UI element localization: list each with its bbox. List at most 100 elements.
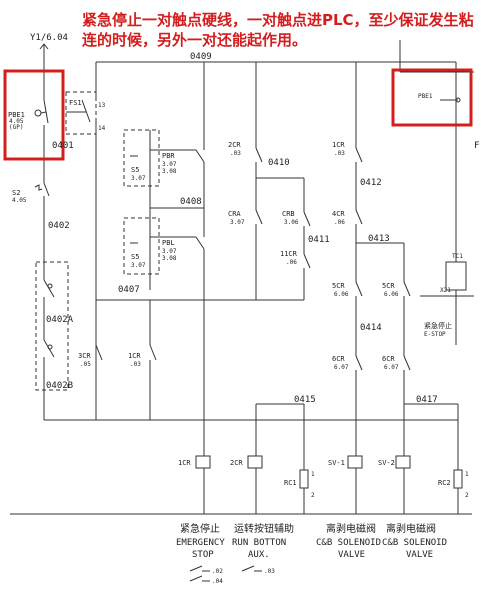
column-en2-3: VALVE (338, 550, 365, 560)
snubber-tag-rc2: RC2 (438, 479, 451, 487)
device-tag-fs1: FS1 (69, 99, 82, 107)
device-tag-pbr: PBR (162, 152, 175, 160)
device-ref-1cr-a: .03 (334, 150, 345, 157)
snubber-n1-rc2: 1 (465, 471, 469, 478)
device-ref-2cr: .03 (230, 150, 241, 157)
device-ref-pbe1b: (GP) (9, 124, 23, 131)
snubber-n2-rc2: 2 (465, 492, 469, 499)
device-tag-2cr: 2CR (228, 141, 241, 149)
rung-0412 (355, 62, 411, 456)
coil-tag-2cr: 2CR (230, 459, 243, 467)
device-ref-cra: 3.07 (230, 219, 245, 226)
device-tag-s5a: S5 (131, 166, 139, 174)
device-term-fs1b: 14 (98, 125, 106, 132)
xref-contacts (189, 565, 262, 582)
device-tag-crb: CRB (282, 210, 295, 218)
device-ref-1cr-b: .03 (130, 361, 141, 368)
column-cn-2: 运转按钮辅助 (234, 522, 294, 535)
inset-terminal: X21 (440, 287, 451, 294)
rung-0408 (96, 62, 205, 420)
node-label-0417: 0417 (416, 395, 438, 405)
rung-0410 (204, 62, 311, 301)
device-term-fs1a: 13 (98, 102, 106, 109)
device-tag-1cr-b: 1CR (128, 352, 141, 360)
node-label-0407: 0407 (118, 285, 140, 295)
column-cn-1: 紧急停止 (180, 522, 220, 535)
highlight-inset (391, 68, 473, 127)
annotation-note: 紧急停止一对触点硬线，一对触点进PLC，至少保证发生粘连的时候，另外一对还能起作… (82, 11, 474, 49)
node-label-0402b: 0402B (46, 381, 73, 391)
s2-contact (34, 182, 50, 197)
column-en1-3: C&B SOLENOID (316, 538, 381, 548)
coil-tag-sv1: SV-1 (328, 459, 345, 467)
column-en1-1: EMERGENCY (176, 538, 225, 548)
device-tag-11cr: 11CR (280, 250, 298, 258)
node-label-0408: 0408 (180, 197, 202, 207)
inset-estop-drawing (399, 40, 474, 345)
coil-tag-sv2: SV-2 (378, 459, 395, 467)
column-en1-4: C&B SOLENOID (382, 538, 447, 548)
node-label-0402a: 0402A (46, 315, 74, 325)
left-rail (39, 43, 458, 421)
inset-caption-en: E-STOP (424, 331, 446, 338)
device-tag-4cr: 4CR (332, 210, 345, 218)
column-en1-2: RUN BOTTON (232, 538, 286, 548)
node-label-0401: 0401 (52, 141, 74, 151)
device-ref-pbr: 3.07 (162, 161, 177, 168)
column-en2-2: AUX. (248, 550, 270, 560)
device-ref-pbl-b: 3.08 (162, 255, 177, 262)
column-en2-1: STOP (192, 550, 214, 560)
xref-label-02: .02 (212, 568, 223, 575)
device-ref-5cr-a: 6.06 (334, 291, 349, 298)
node-label-0413: 0413 (368, 234, 390, 244)
contact-group-0402 (35, 261, 69, 391)
node-label-0412: 0412 (360, 178, 382, 188)
device-ref-5cr-b: 6.06 (384, 291, 399, 298)
node-label-0415: 0415 (294, 395, 316, 405)
column-cn-4: 离剥电磁阀 (386, 522, 436, 535)
device-tag-3cr: 3CR (78, 352, 91, 360)
coil-tag-1cr: 1CR (178, 459, 191, 467)
inset-caption-cn: 紧急停止 (424, 321, 452, 330)
device-ref-pbe1: 4.05 (9, 118, 24, 125)
device-tag-pbl: PBL (162, 239, 175, 247)
device-tag-5cr-b: 5CR (382, 282, 395, 290)
node-label-0411: 0411 (308, 235, 330, 245)
device-tag-cra: CRA (228, 210, 241, 218)
column-en2-4: VALVE (406, 550, 433, 560)
device-ref-6cr-a: 6.07 (334, 364, 349, 371)
coil-row (195, 403, 463, 514)
device-tag-pbe1: PBE1 (8, 111, 25, 119)
inset-code-label: TC1 (452, 253, 463, 260)
device-ref-s5a: 3.07 (131, 175, 146, 182)
device-ref-s5b: 3.07 (131, 262, 146, 269)
device-ref-4cr: .06 (334, 219, 345, 226)
snubber-tag-rc1: RC1 (284, 479, 297, 487)
device-ref-crb: 3.06 (284, 219, 299, 226)
device-tag-6cr-b: 6CR (382, 355, 395, 363)
node-label-0410: 0410 (268, 158, 290, 168)
device-tag-5cr-a: 5CR (332, 282, 345, 290)
source-ref-label: Y1/6.04 (30, 33, 68, 43)
pbr-pbl-group (123, 129, 205, 290)
inset-device-tag: PBE1 (418, 93, 433, 100)
fs1-switch (65, 91, 97, 135)
device-tag-s5b: S5 (131, 253, 139, 261)
device-ref-pbr-b: 3.08 (162, 168, 177, 175)
sheet-ref-label: F (474, 141, 479, 151)
column-cn-3: 离剥电磁阀 (326, 522, 376, 535)
node-label-0414: 0414 (360, 323, 382, 333)
device-ref-pbl: 3.07 (162, 248, 177, 255)
device-tag-6cr-a: 6CR (332, 355, 345, 363)
device-tag-1cr-a: 1CR (332, 141, 345, 149)
xref-label-03: .03 (264, 568, 275, 575)
xref-label-04: .04 (212, 578, 223, 585)
device-ref-s2: 4.05 (12, 197, 27, 204)
rung-0407 (95, 300, 157, 420)
device-tag-s2: S2 (12, 189, 20, 197)
device-ref-3cr: .05 (80, 361, 91, 368)
node-label-0409: 0409 (190, 52, 212, 62)
device-ref-11cr: .06 (286, 259, 297, 266)
node-label-0402: 0402 (48, 221, 70, 231)
